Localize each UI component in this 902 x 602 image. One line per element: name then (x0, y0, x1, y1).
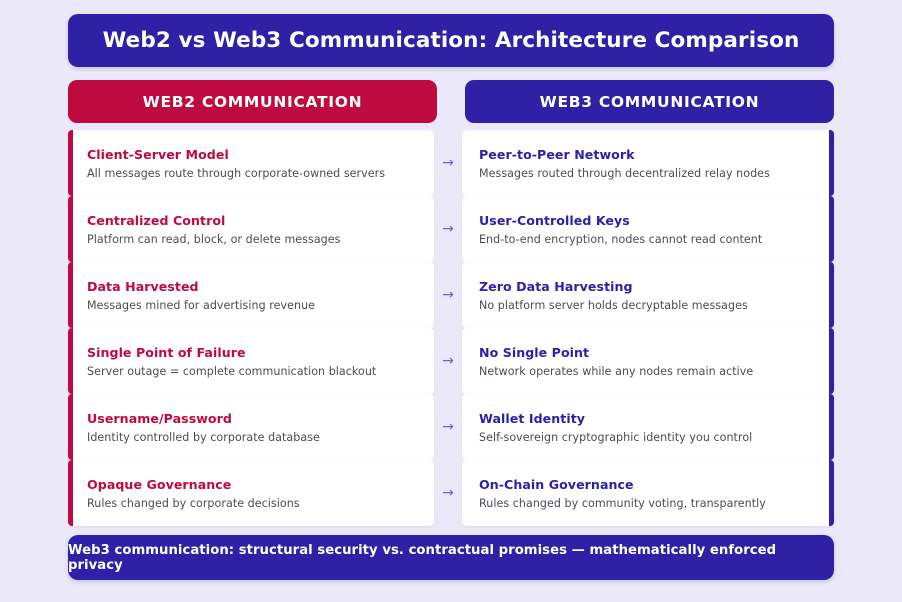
web2-card-title: Centralized Control (87, 212, 226, 228)
web2-card-description: Messages mined for advertising revenue (87, 298, 316, 312)
web2-card-title: Data Harvested (87, 278, 199, 294)
web2-card-title: Username/Password (87, 410, 232, 426)
web3-card-description: Network operates while any nodes remain … (479, 364, 754, 378)
web3-card-title: Wallet Identity (479, 410, 586, 426)
web3-card-title: Peer-to-Peer Network (479, 146, 635, 162)
arrow-right-icon: → (442, 485, 454, 501)
web2-card-title: Single Point of Failure (87, 344, 246, 360)
web2-card-title: Client-Server Model (87, 146, 229, 162)
web3-card: Zero Data Harvesting No platform server h… (462, 262, 834, 328)
web3-card-title: On-Chain Governance (479, 476, 634, 492)
row-arrow: → (434, 394, 462, 460)
web3-card-description: Self-sovereign cryptographic identity yo… (479, 430, 753, 444)
web3-card-description: End-to-end encryption, nodes cannot read… (479, 232, 763, 246)
web2-card-description: Server outage = complete communication b… (87, 364, 377, 378)
web3-card-description: No platform server holds decryptable mes… (479, 298, 748, 312)
footer-summary: Web3 communication: structural security … (68, 535, 834, 580)
arrow-right-icon: → (442, 287, 454, 303)
arrow-right-icon: → (442, 221, 454, 237)
arrow-right-icon: → (442, 419, 454, 435)
arrow-right-icon: → (442, 353, 454, 369)
web3-card-description: Messages routed through decentralized re… (479, 166, 770, 180)
web3-card-title: Zero Data Harvesting (479, 278, 633, 294)
web2-card-description: All messages route through corporate-own… (87, 166, 386, 180)
column-header-web2: WEB2 COMMUNICATION (68, 80, 437, 123)
column-headers: WEB2 COMMUNICATION WEB3 COMMUNICATION (68, 80, 834, 123)
arrow-right-icon: → (442, 155, 454, 171)
row-arrow: → (434, 130, 462, 196)
page-title: Web2 vs Web3 Communication: Architecture… (68, 14, 834, 67)
row-arrow: → (434, 328, 462, 394)
column-header-web3: WEB3 COMMUNICATION (465, 80, 834, 123)
web2-card-description: Rules changed by corporate decisions (87, 496, 300, 510)
row-arrow: → (434, 460, 462, 526)
web2-card-description: Identity controlled by corporate databas… (87, 430, 320, 444)
web2-card-description: Platform can read, block, or delete mess… (87, 232, 341, 246)
web2-card-title: Opaque Governance (87, 476, 232, 492)
web3-card-title: No Single Point (479, 344, 590, 360)
web3-card-description: Rules changed by community voting, trans… (479, 496, 766, 510)
web3-card-title: User-Controlled Keys (479, 212, 630, 228)
row-arrow: → (434, 196, 462, 262)
row-arrow: → (434, 262, 462, 328)
